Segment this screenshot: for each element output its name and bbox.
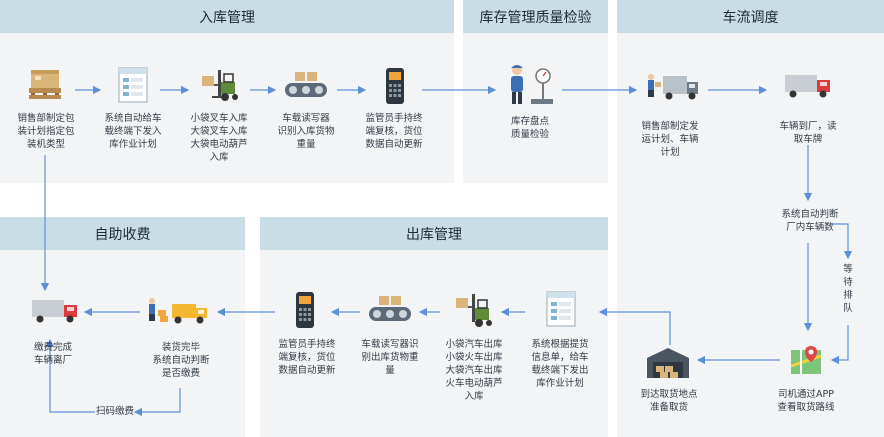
step-label-p1: 装货完毕 系统自动判断 是否缴费 [152,342,210,379]
step-label-p2: 缴费完成 车辆离厂 [33,342,72,366]
handheld-terminal-icon-out [296,292,314,328]
dispatch-header: 车流调度 [617,0,884,33]
loader-truck-icon [149,298,207,324]
conveyor-reader-icon [285,72,327,97]
step-label-q1: 库存盘点 质量检验 [510,116,549,140]
plan-document-icon-out [546,291,576,327]
step-label-in2: 系统自动给车 载终端下发入 库作业计划 [104,113,162,150]
arrow-d4-d5 [830,325,849,365]
step-label-in5: 监管员手持终 端复核，货位 数据自动更新 [365,113,423,150]
worker-truck-icon [648,74,698,100]
forklift-icon [202,70,238,101]
forklift-icon-out [456,294,492,327]
boxes-pallet-icon [29,70,61,99]
conveyor-reader-icon-out [369,296,411,321]
step-label-d4: 等 待 排 队 [843,264,853,314]
quality-header: 库存管理质量检验 [463,0,608,33]
handheld-terminal-icon [386,68,404,104]
step-label-o4: 监管员手持终 端复核，货位 数据自动更新 [278,339,336,376]
outbound-header: 出库管理 [260,217,608,250]
payment-panel [0,217,245,437]
step-label-d6: 到达取货地点 准备取货 [640,389,698,413]
arrow-p3-p2 [45,338,95,413]
map-route-icon [790,346,822,374]
red-truck-leaving-icon [32,300,77,323]
step-label-in1: 销售部制定包 装计划指定包 装机类型 [17,113,75,150]
arrow-d3-d4 [830,223,853,260]
step-label-d5: 司机通过APP 查看取货路线 [777,389,835,413]
step-label-o2: 小袋汽车出库 小袋火车出库 大袋汽车出库 火车电动葫芦 入库 [445,339,503,402]
step-label-o3: 车载读写器识 别出库货物重 量 [361,339,419,376]
arrow-d6-o1 [598,307,671,345]
step-label-p3: 扫码缴费 [95,406,134,417]
arrow-p1-p3 [133,388,181,417]
warehouse-icon [647,348,689,378]
step-label-d1: 销售部制定发 运计划、车辆 计划 [641,121,699,158]
payment-header: 自助收费 [0,217,245,250]
step-label-d2: 车辆到厂，读 取车牌 [779,121,837,145]
outbound-panel [260,217,608,437]
inspector-scale-icon [511,65,553,104]
inbound-header: 入库管理 [0,0,454,33]
step-label-in3: 小袋叉车入库 大袋叉车入库 大袋电动葫芦 入库 [190,113,248,163]
plan-document-icon [118,67,148,103]
red-truck-icon [785,75,830,98]
step-label-d3: 系统自动判断 厂内车辆数 [781,209,839,233]
step-label-in4: 车载读写器 识别入库货物 重量 [277,113,335,150]
step-label-o1: 系统根据提货 信息单，给车 载终端下发出 库作业计划 [531,339,589,389]
